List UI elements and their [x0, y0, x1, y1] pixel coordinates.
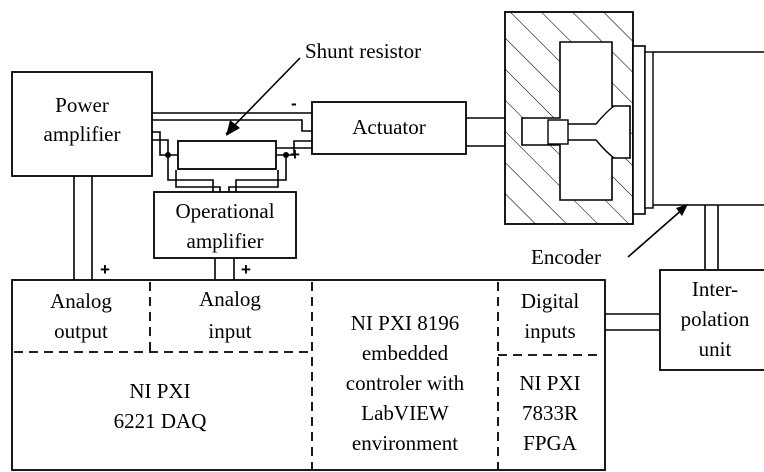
interp-label-1: Inter-: [692, 277, 738, 301]
shunt-resistor: [177, 140, 277, 170]
encoder-body: [653, 51, 764, 206]
digital-inputs-label-1: Digital: [521, 289, 579, 313]
controller-label-3: controler with: [346, 371, 465, 395]
power-amplifier-label-2: amplifier: [44, 122, 121, 146]
digital-inputs-label-2: inputs: [524, 319, 575, 343]
shunt-leader-line: [225, 57, 301, 135]
actuator-label: Actuator: [352, 115, 425, 139]
analog-output-label-2: output: [54, 319, 108, 343]
minus-sign: -: [291, 94, 297, 113]
fpga-label-3: FPGA: [523, 431, 578, 455]
shunt-arrow-head: [226, 120, 240, 136]
wiring: [73, 112, 719, 331]
plus-sign-input: +: [241, 260, 251, 279]
daq-label-1: NI PXI: [129, 379, 190, 403]
interp-label-3: unit: [699, 337, 732, 361]
encoder-plate-inner: [644, 51, 654, 209]
plus-sign-shunt: +: [290, 145, 300, 164]
plus-sign-output: +: [100, 260, 110, 279]
operational-amplifier-box: [153, 191, 297, 259]
fpga-label-1: NI PXI: [519, 371, 580, 395]
analog-input-label-1: Analog: [199, 287, 261, 311]
actuator-box: [311, 101, 467, 155]
interpolation-unit-box: [659, 269, 764, 371]
controller-label-4: LabVIEW: [361, 401, 449, 425]
opamp-label-2: amplifier: [187, 229, 264, 253]
pxi-chassis: [11, 279, 606, 471]
controller-label-2: embedded: [362, 341, 449, 365]
fpga-label-2: 7833R: [522, 401, 578, 425]
opamp-label-1: Operational: [175, 199, 274, 223]
analog-output-label-1: Analog: [50, 289, 112, 313]
controller-label-5: environment: [352, 431, 458, 455]
encoder-label: Encoder: [531, 245, 601, 269]
power-amplifier-label-1: Power: [55, 93, 109, 117]
encoder-arrow-head: [676, 204, 688, 216]
interp-label-2: polation: [681, 307, 750, 331]
power-amplifier-box: [11, 71, 153, 177]
analog-input-label-2: input: [208, 319, 251, 343]
daq-label-2: 6221 DAQ: [114, 409, 207, 433]
encoder-leader-line: [627, 207, 685, 258]
machine-housing: [504, 11, 634, 225]
controller-label-1: NI PXI 8196: [351, 311, 460, 335]
shunt-resistor-label: Shunt resistor: [305, 39, 421, 63]
encoder-plate: [632, 45, 646, 215]
